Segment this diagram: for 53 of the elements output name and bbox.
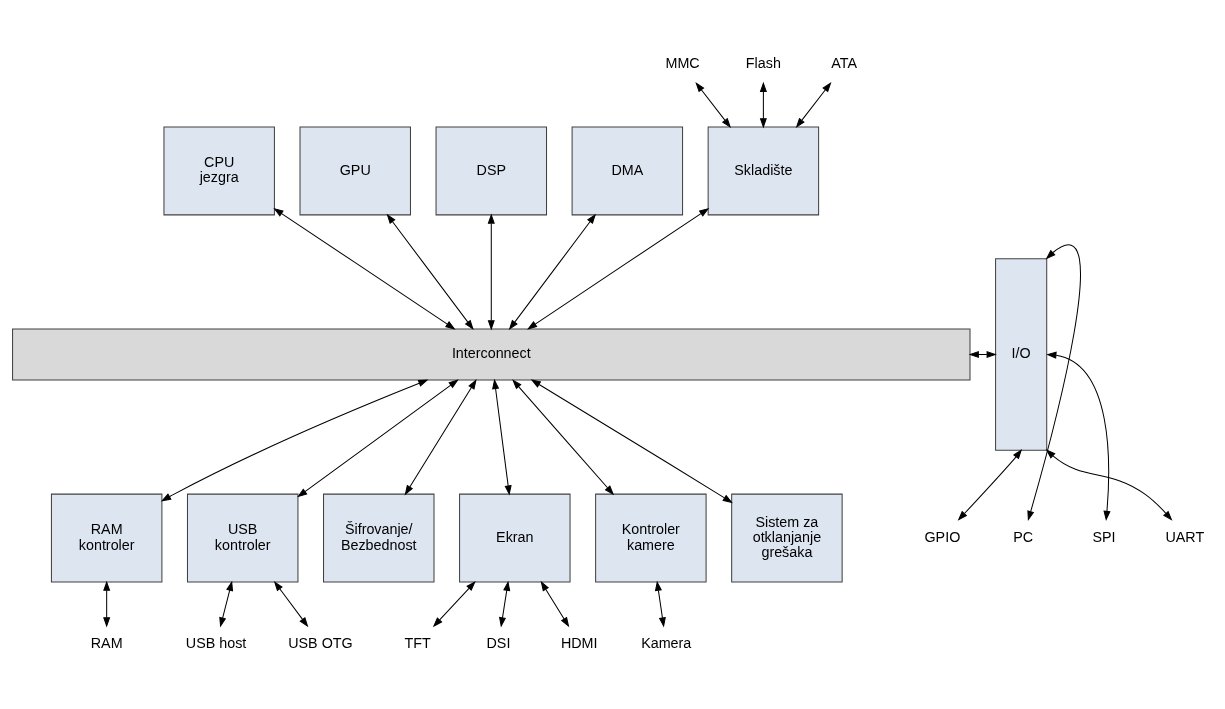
node-text: PC — [1013, 528, 1034, 545]
arrow — [499, 580, 511, 628]
node-text: DSI — [486, 635, 511, 652]
node-box: Šifrovanje/ Bezbednost — [323, 493, 435, 583]
arrow — [1027, 244, 1081, 522]
arrow — [795, 82, 832, 129]
node-box: RAM kontroler — [50, 493, 163, 583]
arrow — [297, 379, 459, 498]
node-text: Kamera — [641, 635, 692, 652]
node-text: USB OTG — [288, 635, 353, 652]
node-text: RAM — [90, 635, 123, 652]
arrow — [530, 379, 733, 504]
node-text: Flash — [745, 55, 781, 72]
node-text: UART — [1165, 528, 1205, 545]
node-text: SPI — [1092, 528, 1116, 545]
arrow — [492, 378, 512, 496]
arrow — [654, 580, 666, 628]
node-box: I/O — [995, 258, 1048, 451]
arrow — [160, 379, 429, 502]
arrow — [512, 379, 615, 496]
arrow — [273, 208, 456, 330]
arrow — [540, 580, 570, 628]
node-box: CPU jezgra — [163, 126, 275, 216]
arrow — [1045, 449, 1173, 521]
node-box: GPU — [299, 126, 411, 216]
node-text: HDMI — [560, 635, 598, 652]
arrow — [273, 580, 309, 628]
node-box: USB kontroler — [186, 493, 299, 583]
node-box: Ekran — [459, 493, 571, 583]
arrow — [527, 208, 710, 330]
arrow — [103, 580, 111, 628]
node-box: DMA — [571, 126, 684, 216]
arrow — [487, 213, 495, 331]
node-text: ATA — [831, 55, 858, 72]
arrow — [968, 350, 997, 359]
arrow — [695, 82, 731, 129]
node-text: TFT — [404, 635, 431, 652]
arrow — [219, 580, 234, 628]
node-box: Kontroler kamere — [595, 493, 707, 583]
node-text: GPIO — [924, 528, 961, 545]
node-text: MMC — [665, 55, 700, 72]
arrow — [759, 81, 767, 129]
arrow — [1046, 351, 1111, 522]
node-text: USB host — [185, 635, 247, 652]
node-box: Sistem za otklanjanje grešaka — [731, 493, 843, 583]
arrow — [404, 379, 477, 496]
arrow — [386, 213, 474, 331]
node-box: DSP — [435, 126, 548, 216]
node-box: Interconnect — [12, 328, 971, 381]
arrow — [508, 213, 596, 331]
arrow — [957, 448, 1023, 521]
arrow — [432, 581, 476, 628]
node-box: Skladište — [707, 126, 820, 216]
